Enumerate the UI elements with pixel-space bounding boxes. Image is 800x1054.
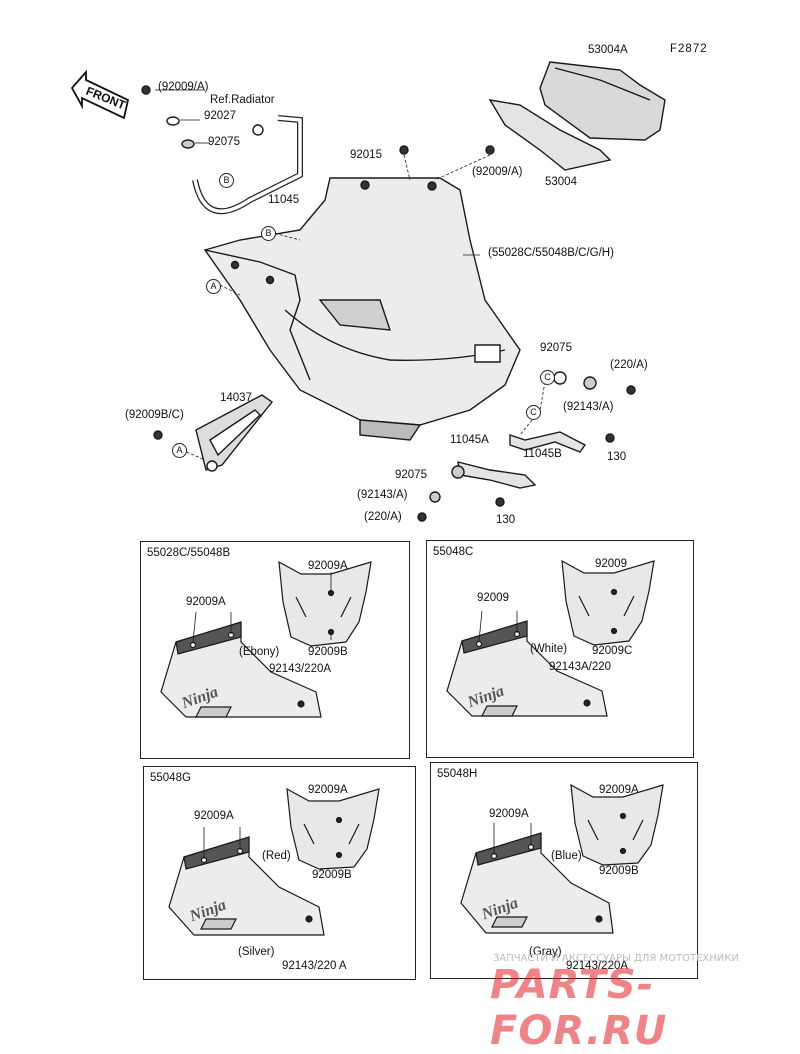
top-clip-label: 92009 <box>595 558 627 570</box>
panel-drawing: Ninja <box>168 787 380 936</box>
top-clip-label: 92009A <box>308 784 348 796</box>
label-92009BC: (92009B/C) <box>125 409 184 421</box>
side-clip-label: 92009A <box>489 808 529 820</box>
label-92075-right: 92075 <box>540 342 572 354</box>
label-130-right: 130 <box>607 451 627 463</box>
bottom-clip-label: 92009B <box>312 869 352 881</box>
fastener-label: 92143/220 A <box>282 960 347 972</box>
callout-C-1: C <box>540 370 555 385</box>
label-ref-radiator: Ref.Radiator <box>210 94 275 106</box>
top-clip-label: 92009A <box>308 560 348 572</box>
figure-code: F2872 <box>670 43 708 55</box>
variant-panel-55048G: 55048G Ninja 92009A 92009B 92009A (Red) … <box>143 766 416 980</box>
label-92143A-low: (92143/A) <box>357 489 408 501</box>
label-92009A-top: (92009/A) <box>158 81 209 93</box>
bracket-11045A-part <box>417 371 636 522</box>
label-92143A-right: (92143/A) <box>563 401 614 413</box>
label-55028C: (55028C/55048B/C/G/H) <box>488 247 614 259</box>
windshield-part <box>488 61 666 171</box>
fairing-55028C-part <box>203 177 521 441</box>
label-92075-low: 92075 <box>395 469 427 481</box>
label-92009A-right: (92009/A) <box>472 166 523 178</box>
label-14037: 14037 <box>220 392 252 404</box>
label-92075-top: 92075 <box>208 136 240 148</box>
panel-drawing: Ninja <box>446 559 655 717</box>
panel-title: 55048H <box>437 768 478 780</box>
panel-title: 55048C <box>433 546 474 558</box>
label-pointers <box>155 89 480 256</box>
color-label: (Blue) <box>551 850 582 862</box>
variant-panel-55048H: 55048H Ninja 92009A 92009B 92009A (Blue)… <box>430 762 698 979</box>
label-11045A: 11045A <box>450 434 489 446</box>
variant-panel-55048C: 55048C Ninja 92009 92009C 92009 (White) … <box>426 540 694 758</box>
label-53004: 53004 <box>545 176 577 188</box>
top-clip-label: 92009A <box>599 784 639 796</box>
callout-B-2: B <box>261 226 276 241</box>
color-label: (White) <box>530 643 568 655</box>
bottom-clip-label: 92009B <box>308 646 348 658</box>
label-130-low: 130 <box>496 514 516 526</box>
callout-C-2: C <box>526 405 541 420</box>
label-92015: 92015 <box>350 149 382 161</box>
callout-A-1: A <box>206 279 221 294</box>
label-11045: 11045 <box>268 194 300 206</box>
panel-title: 55048G <box>150 772 191 784</box>
callout-B-1: B <box>219 173 234 188</box>
label-92027: 92027 <box>204 110 236 122</box>
color2-label: (Silver) <box>238 946 275 958</box>
bottom-clip-label: 92009C <box>592 645 633 657</box>
bracket-11045-part <box>141 85 303 215</box>
variant-panel-55028C: 55028C/55048B Ninja 92009A 92009B 92009A… <box>140 541 410 759</box>
fastener-label: 92143/220A <box>566 960 629 972</box>
label-11045B: 11045B <box>523 448 562 460</box>
watermark-brand: PARTS-FOR.RU <box>490 962 668 1054</box>
label-220A-right: (220/A) <box>610 359 648 371</box>
color-label: (Ebony) <box>239 646 280 658</box>
side-clip-label: 92009 <box>477 592 509 604</box>
panel-drawing: Ninja <box>460 783 664 934</box>
panel-drawing: Ninja <box>160 560 372 718</box>
color2-label: (Gray) <box>529 946 562 958</box>
label-53004A: 53004A <box>588 44 628 56</box>
leader-lines <box>181 154 546 461</box>
callout-A-2: A <box>172 443 187 458</box>
side-clip-label: 92009A <box>186 596 226 608</box>
front-arrow-icon: FRONT <box>70 69 130 120</box>
fastener-label: 92143A/220 <box>549 661 612 673</box>
fastener-label: 92143/220A <box>269 663 332 675</box>
bottom-clip-label: 92009B <box>599 865 639 877</box>
panel-title: 55028C/55048B <box>147 547 231 559</box>
color-label: (Red) <box>262 850 291 862</box>
main-fairing-drawing: FRONT <box>70 61 666 522</box>
label-220A-low: (220/A) <box>364 511 402 523</box>
side-clip-label: 92009A <box>194 810 234 822</box>
watermark-tagline: ЗАПЧАСТИ И АКСЕССУАРЫ ДЛЯ МОТОТЕХНИКИ <box>493 953 739 964</box>
bracket-14037-part <box>153 394 274 472</box>
